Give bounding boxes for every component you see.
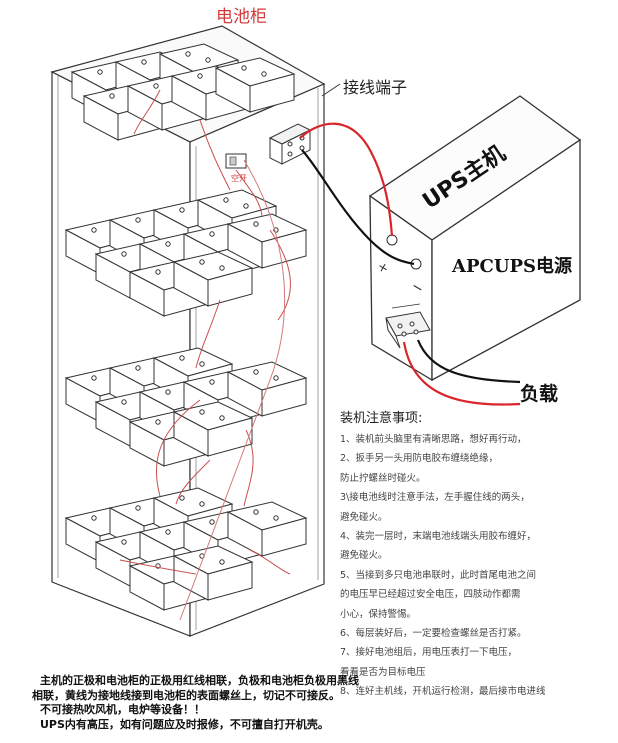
note-line: 2、扳手另一头用防电胶布缠绕绝缘， [340, 453, 499, 465]
note-line: 避免碰火。 [340, 511, 388, 523]
terminal-block-label: 接线端子 [343, 78, 408, 97]
note-line: 防止拧螺丝时碰火。 [340, 472, 426, 484]
ups-output-terminals [385, 303, 431, 349]
ground-wire [179, 159, 286, 621]
fuse-label: 空开 [231, 174, 247, 183]
warning-line: 不可接热吹风机，电炉等设备！！ [40, 703, 205, 716]
note-line: 7、接好电池组后，用电压表打一下电压， [340, 647, 518, 659]
note-line: 看看是否为目标电压 [340, 666, 426, 678]
battery-cabinet-title: 电池柜 [216, 7, 267, 27]
notes-title: 装机注意事项: [340, 411, 423, 426]
note-line: 6、每层装好后，一定要检查螺丝是否打紧。 [340, 628, 527, 640]
warning-line: UPS内有高压，如有问题应及时报修，不可擅自打开机壳。 [40, 717, 329, 731]
note-line: 5、当接到多只电池串联时，此时首尾电池之间 [340, 569, 537, 581]
note-line: 小心，保持警惕。 [340, 608, 417, 620]
terminal-block-icon [268, 123, 312, 165]
note-line: 避免碰火。 [340, 550, 388, 562]
ups-model-label: APCUPS电源 [452, 256, 573, 277]
battery-main-wires [299, 122, 415, 266]
note-line: 3\接电池线时注意手法，左手握住线的两头， [340, 492, 530, 504]
series-wires [119, 89, 291, 575]
fuse-icon [225, 153, 247, 169]
wiring-warnings: 主机的正极和电池柜的正极用红线相联，负极和电池柜负极用黑线 相联，黄线为接地线接… [32, 674, 359, 732]
ups-host-box: UPS主机 [368, 95, 582, 382]
warning-line: 相联，黄线为接地线接到电池柜的表面螺丝上，切记不可接反。 [32, 688, 340, 702]
note-line: 1、装机前头脑里有清晰思路，想好再行动， [340, 434, 527, 445]
load-label: 负载 [520, 383, 559, 405]
note-line: 4、装完一层时，末端电池线端头用胶布缠好， [340, 531, 537, 543]
note-line: 8、连好主机线，开机运行检测，最后接市电进线 [340, 686, 546, 698]
warning-line: 主机的正极和电池柜的正极用红线相联，负极和电池柜负极用黑线 [40, 674, 359, 687]
note-line: 的电压早已经超过安全电压，四肢动作都需 [340, 589, 521, 601]
installation-notes: 装机注意事项: 1、装机前头脑里有清晰思路，想好再行动， 2、扳手另一头用防电胶… [340, 410, 610, 702]
load-wires [402, 339, 521, 406]
